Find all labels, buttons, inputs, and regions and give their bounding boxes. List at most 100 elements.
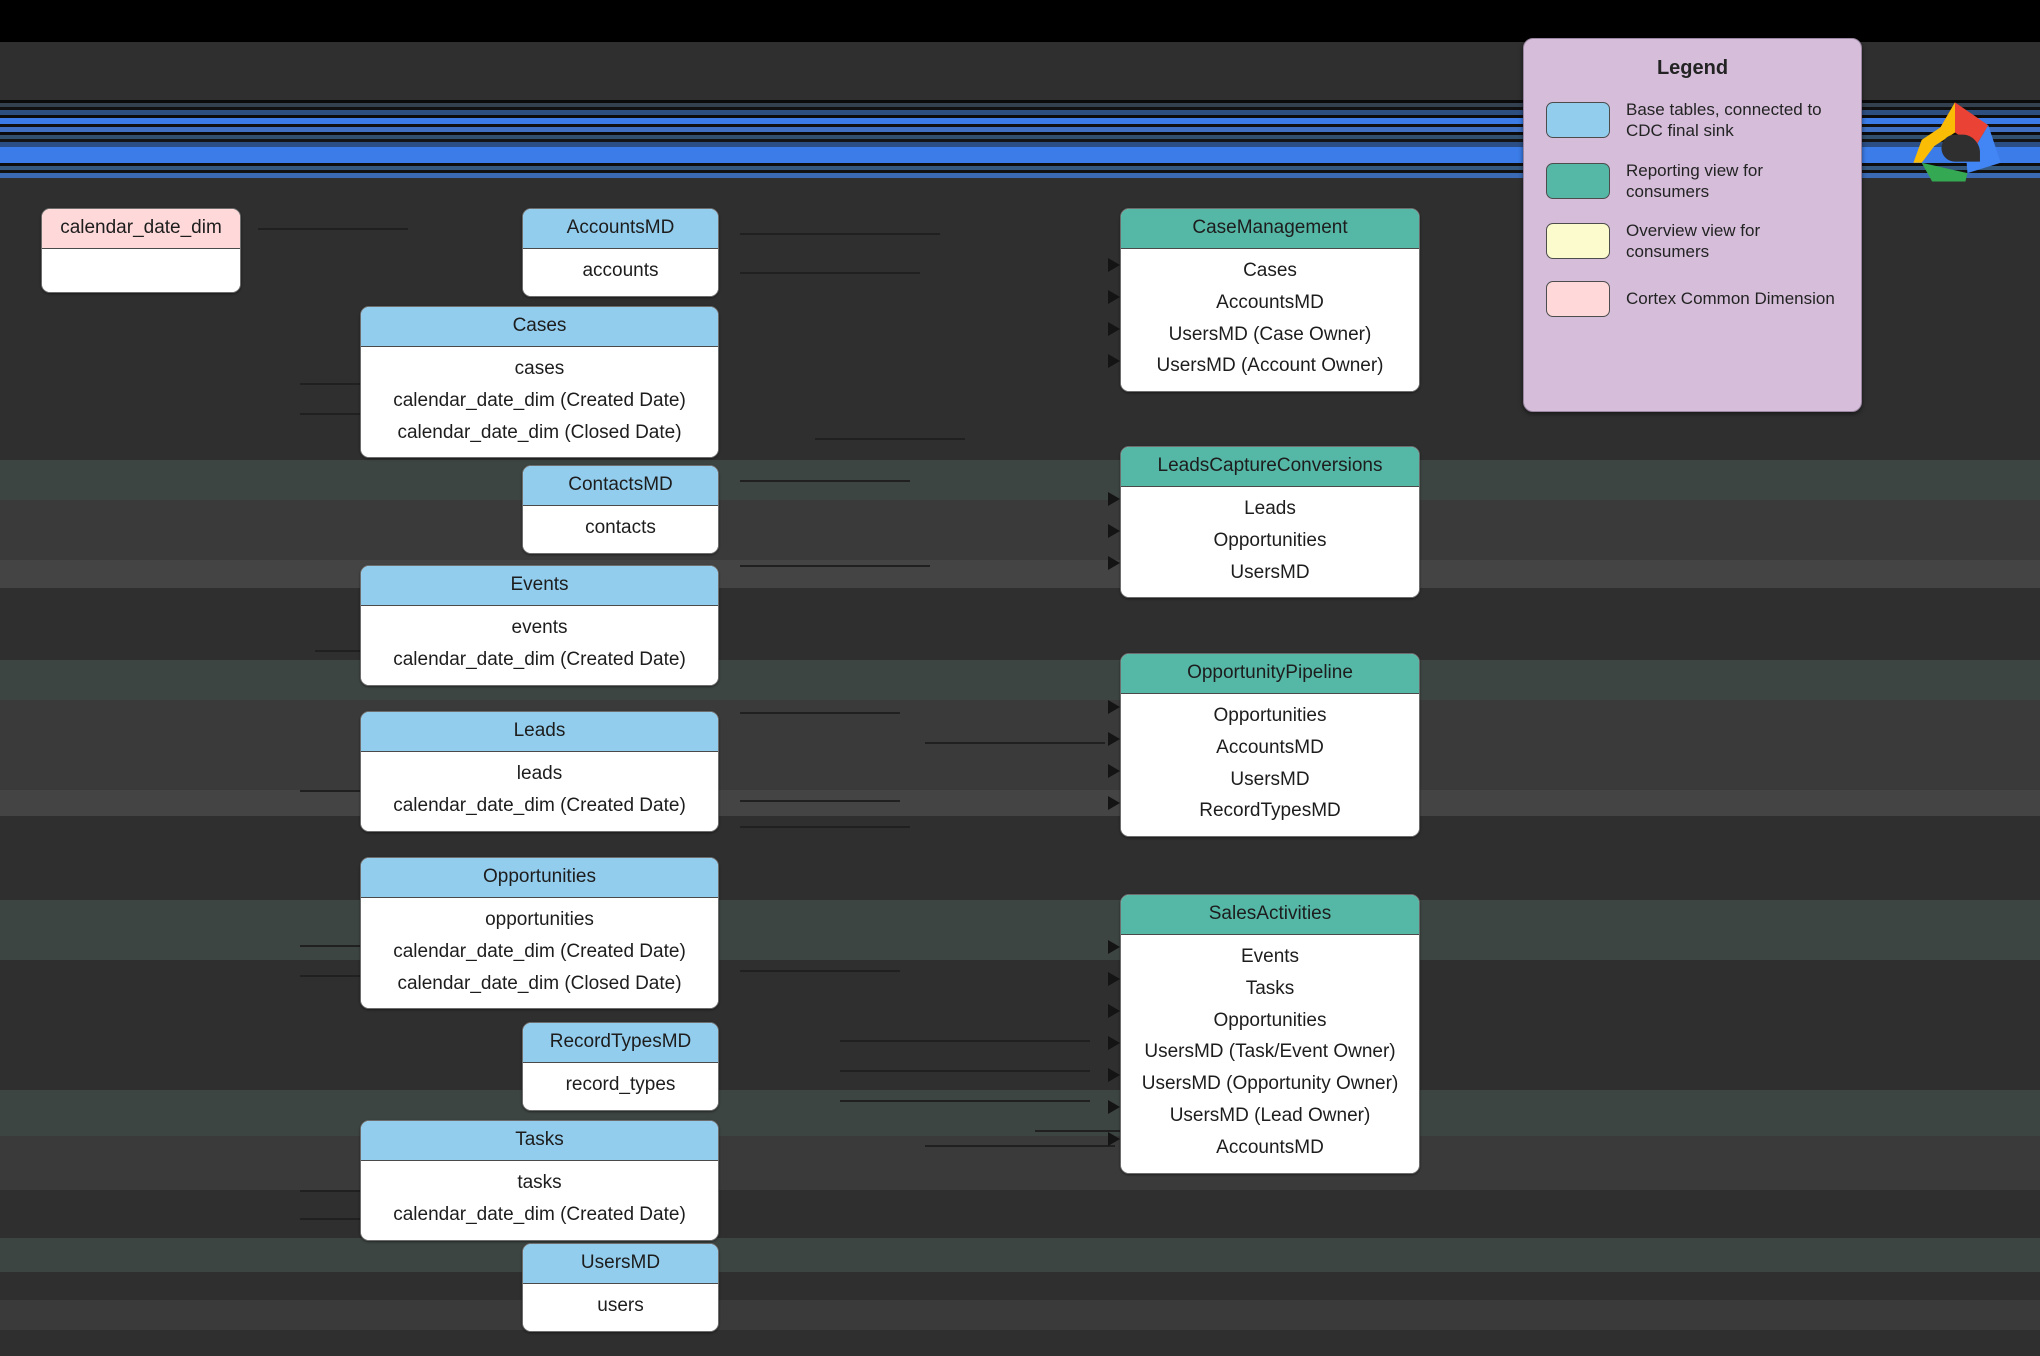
node-body: cases calendar_date_dim (Created Date) c… [361, 346, 718, 458]
connector [300, 1190, 415, 1192]
node-recordtypesmd[interactable]: RecordTypesMD record_types [522, 1022, 719, 1111]
connector [840, 1070, 1090, 1072]
node-row: UsersMD (Account Owner) [1156, 355, 1384, 377]
node-body: events calendar_date_dim (Created Date) [361, 605, 718, 685]
google-cloud-logo [1903, 98, 2007, 190]
connector [300, 383, 415, 385]
node-row: UsersMD (Opportunity Owner) [1141, 1073, 1399, 1095]
connector-arrow [1108, 732, 1120, 746]
legend-swatch-reporting-view [1546, 162, 1610, 199]
connector-arrow [1108, 796, 1120, 810]
legend-label: Cortex Common Dimension [1626, 288, 1835, 308]
node-row: calendar_date_dim (Created Date) [393, 794, 686, 816]
node-body: contacts [523, 505, 718, 553]
connector-arrow [1108, 764, 1120, 778]
node-body: leads calendar_date_dim (Created Date) [361, 751, 718, 831]
node-row: calendar_date_dim (Created Date) [393, 940, 686, 962]
google-cloud-logo-icon [1913, 102, 2001, 182]
node-body: Cases AccountsMD UsersMD (Case Owner) Us… [1121, 248, 1419, 392]
connector-arrow [1108, 1036, 1120, 1050]
node-tasks[interactable]: Tasks tasks calendar_date_dim (Created D… [360, 1120, 719, 1241]
node-body: Events Tasks Opportunities UsersMD (Task… [1121, 934, 1419, 1173]
node-title: UsersMD [523, 1244, 718, 1284]
node-title: ContactsMD [523, 466, 718, 506]
connector [740, 565, 930, 567]
legend-title: Legend [1656, 57, 1729, 79]
connector-arrow [1108, 972, 1120, 986]
node-row: tasks [517, 1171, 562, 1193]
node-row: Opportunities [1213, 1009, 1327, 1031]
connector-arrow [1108, 1068, 1120, 1082]
node-row: accounts [582, 259, 659, 281]
node-salesactivities[interactable]: SalesActivities Events Tasks Opportuniti… [1120, 894, 1420, 1174]
node-row: Cases [1243, 259, 1297, 281]
node-calendar-date-dim[interactable]: calendar_date_dim [41, 208, 241, 293]
connector-arrow [1108, 492, 1120, 506]
node-title: Tasks [361, 1121, 718, 1161]
node-row: AccountsMD [1216, 736, 1324, 758]
node-usersmd[interactable]: UsersMD users [522, 1243, 719, 1332]
node-opportunitypipeline[interactable]: OpportunityPipeline Opportunities Accoun… [1120, 653, 1420, 838]
connector-arrow [1108, 700, 1120, 714]
node-body: Leads Opportunities UsersMD [1121, 486, 1419, 598]
node-title: LeadsCaptureConversions [1121, 447, 1419, 487]
node-row: UsersMD [1230, 561, 1310, 583]
node-title: AccountsMD [523, 209, 718, 249]
connector [300, 1218, 415, 1220]
node-row: calendar_date_dim (Created Date) [393, 648, 686, 670]
node-title: Events [361, 566, 718, 606]
legend-item-overview-view: Overview view for consumers [1524, 211, 1861, 272]
legend-label: Reporting view for consumers [1626, 160, 1764, 201]
node-title: RecordTypesMD [523, 1023, 718, 1063]
node-body: opportunities calendar_date_dim (Created… [361, 897, 718, 1009]
node-body: tasks calendar_date_dim (Created Date) [361, 1160, 718, 1240]
legend-item-cortex-dimension: Cortex Common Dimension [1524, 272, 1861, 326]
node-row: Opportunities [1213, 704, 1327, 726]
connector [300, 945, 415, 947]
node-title: SalesActivities [1121, 895, 1419, 935]
connector-arrow [1108, 322, 1120, 336]
node-row: cases [514, 357, 565, 379]
connector-arrow [1108, 940, 1120, 954]
node-row: calendar_date_dim (Closed Date) [397, 421, 682, 443]
node-casemanagement[interactable]: CaseManagement Cases AccountsMD UsersMD … [1120, 208, 1420, 393]
node-row: users [597, 1294, 644, 1316]
node-body: record_types [523, 1062, 718, 1110]
legend-label: Base tables, connected to CDC final sink [1626, 100, 1822, 141]
node-row: calendar_date_dim (Created Date) [393, 389, 686, 411]
connector [300, 975, 415, 977]
connector [840, 1040, 1090, 1042]
node-accountsmd[interactable]: AccountsMD accounts [522, 208, 719, 297]
node-body: users [523, 1283, 718, 1331]
node-row: Events [1240, 945, 1300, 967]
node-cases[interactable]: Cases cases calendar_date_dim (Created D… [360, 306, 719, 459]
connector-arrow [1108, 1004, 1120, 1018]
legend-swatch-cortex-dimension [1546, 280, 1610, 317]
legend-item-base-tables: Base tables, connected to CDC final sink [1524, 90, 1861, 151]
legend-item-reporting-view: Reporting view for consumers [1524, 151, 1861, 212]
node-body: accounts [523, 248, 718, 296]
node-leadscaptureconversions[interactable]: LeadsCaptureConversions Leads Opportunit… [1120, 446, 1420, 599]
connector-arrow [1108, 524, 1120, 538]
connector [740, 480, 910, 482]
connector [740, 826, 910, 828]
connector-arrow [1108, 290, 1120, 304]
connector-arrow [1108, 354, 1120, 368]
node-events[interactable]: Events events calendar_date_dim (Created… [360, 565, 719, 686]
node-row: Tasks [1245, 977, 1295, 999]
node-row: leads [516, 762, 563, 784]
node-contactsmd[interactable]: ContactsMD contacts [522, 465, 719, 554]
connector [740, 970, 900, 972]
node-row: calendar_date_dim (Closed Date) [397, 972, 682, 994]
connector [300, 413, 415, 415]
node-opportunities[interactable]: Opportunities opportunities calendar_dat… [360, 857, 719, 1010]
node-title: CaseManagement [1121, 209, 1419, 249]
legend-swatch-base-tables [1546, 102, 1610, 139]
node-title: Cases [361, 307, 718, 347]
node-title: Leads [361, 712, 718, 752]
connector [1035, 1130, 1125, 1132]
node-row: contacts [585, 516, 656, 538]
node-leads[interactable]: Leads leads calendar_date_dim (Created D… [360, 711, 719, 832]
node-row: record_types [565, 1073, 676, 1095]
